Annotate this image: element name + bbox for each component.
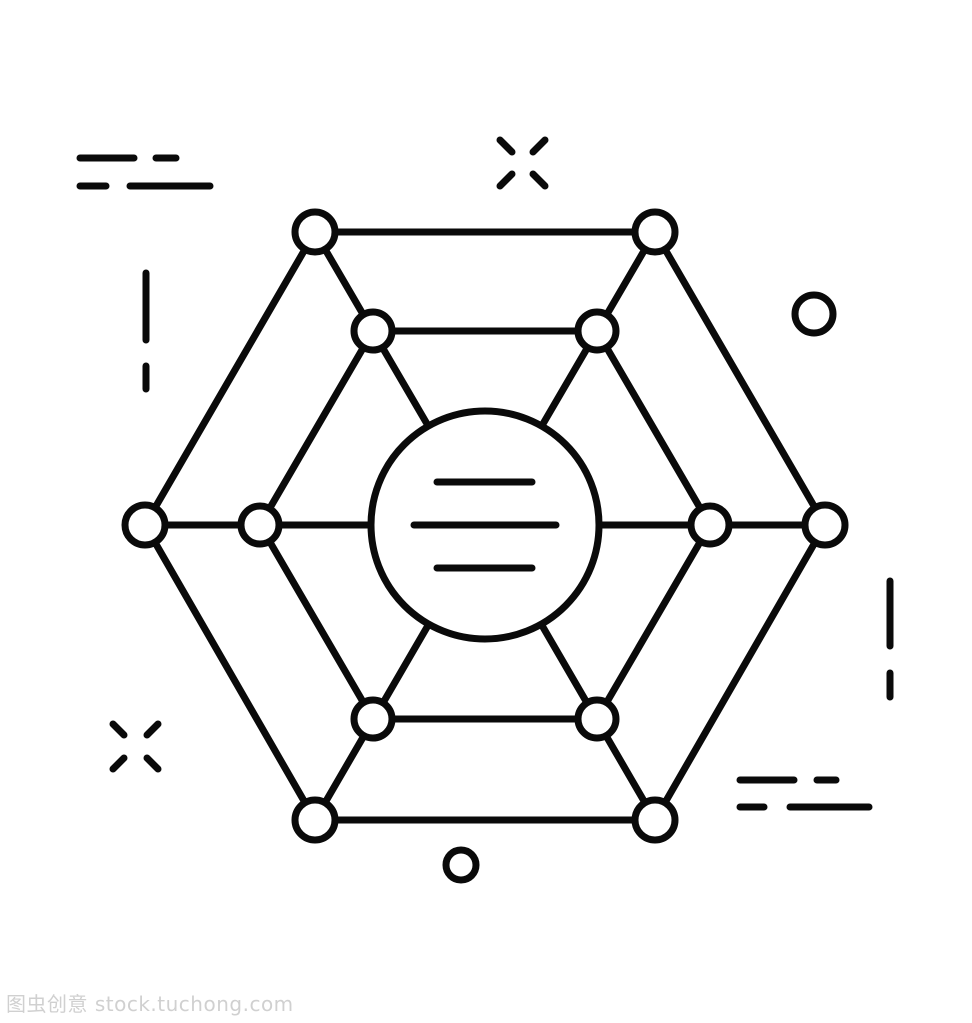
node-outer-bottom-left [291, 796, 339, 844]
decor-ring-bottom [442, 846, 480, 884]
node-inner-top-left [350, 308, 396, 354]
decor-sparkle-top [496, 136, 549, 190]
inner-nodes [237, 308, 733, 742]
decor-sparkle-bottom-left [109, 720, 162, 773]
outer-hexagon [141, 228, 829, 824]
decor-dashes-bottom-right [736, 776, 873, 811]
outer-nodes [121, 208, 849, 844]
inner-hexagon [256, 327, 714, 723]
node-outer-top-left [291, 208, 339, 256]
node-outer-right [801, 501, 849, 549]
watermark-text: 图虫创意 stock.tuchong.com [6, 992, 294, 1016]
node-outer-left [121, 501, 169, 549]
node-inner-bottom-left [350, 696, 396, 742]
node-inner-bottom-right [574, 696, 620, 742]
decor-dashes-top-left [76, 154, 214, 190]
node-outer-bottom-right [631, 796, 679, 844]
node-inner-top-right [574, 308, 620, 354]
node-inner-right [687, 502, 733, 548]
central-hub [367, 407, 603, 643]
decor-ring-right [791, 291, 837, 337]
node-inner-left [237, 502, 283, 548]
node-outer-top-right [631, 208, 679, 256]
